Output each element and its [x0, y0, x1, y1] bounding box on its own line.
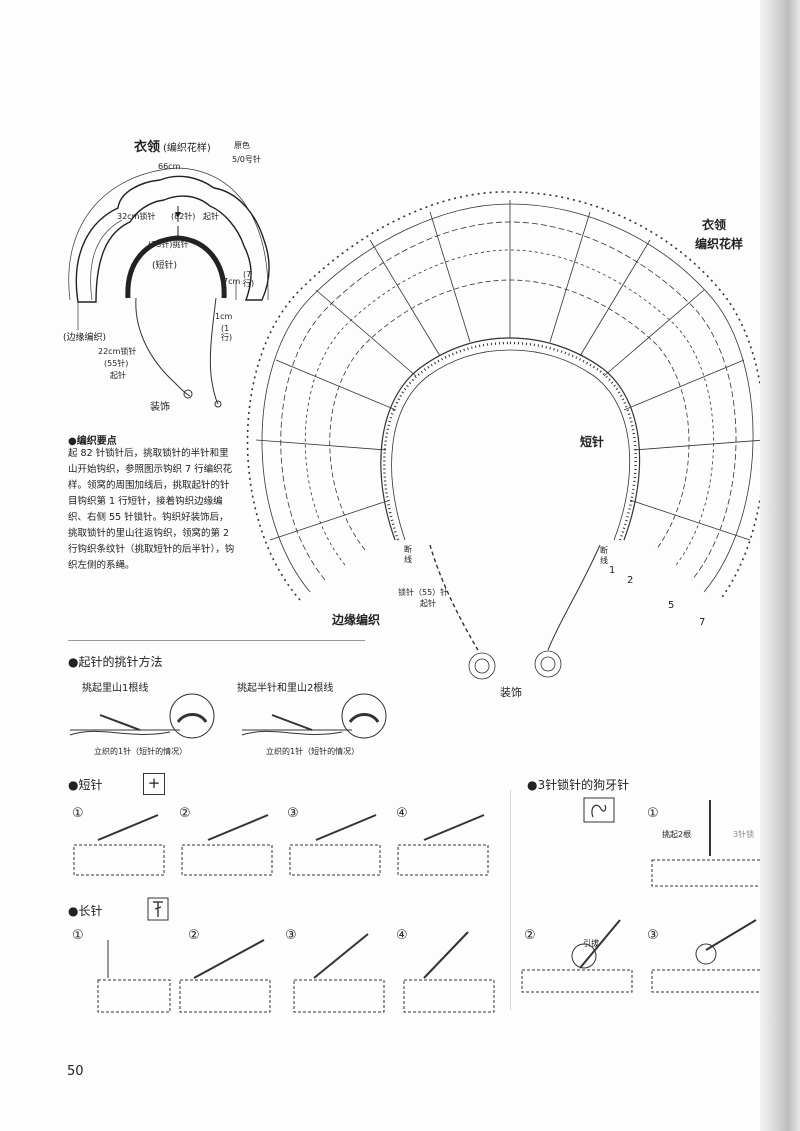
dc-illustrations	[97, 931, 495, 1013]
pickup-left-caption: 立织的1针（短针的情况）	[94, 747, 188, 756]
dc-step-1: ①	[72, 928, 84, 943]
schematic-needle: 5/0号针	[232, 155, 261, 164]
dc-step-2: ②	[188, 928, 200, 943]
picot-step-3: ③	[647, 928, 659, 943]
sc-step-3: ③	[287, 806, 299, 821]
row-number-5: 5	[668, 600, 675, 611]
schematic-short: (短针)	[152, 261, 178, 271]
chart-label-chain55: 锁针（55）针	[398, 588, 449, 597]
picot-pick-chain: 3针锁	[733, 830, 755, 839]
pickup-left-label: 挑起里山1根线	[82, 683, 149, 694]
schematic-subtitle: (编织花样)	[163, 143, 211, 154]
schematic-title: 衣领	[134, 140, 161, 155]
page-number: 50	[67, 1064, 84, 1079]
chart-label-decor: 装饰	[500, 686, 522, 699]
picot-step-2: ②	[524, 928, 536, 943]
sc-illustrations	[73, 814, 489, 876]
schematic-caston2: 起针	[110, 371, 126, 380]
sc-symbol: +	[143, 773, 165, 795]
schematic-rows7: (7行)	[243, 270, 255, 288]
page-fold-shadow	[760, 0, 800, 1131]
picot-slip: 引拔	[583, 939, 599, 948]
pickup-illustrations	[69, 693, 387, 739]
sc-step-4: ④	[396, 806, 408, 821]
schematic-edge: (边缘编织)	[63, 333, 107, 343]
dc-heading: ●长针	[68, 904, 103, 918]
dc-step-3: ③	[285, 928, 297, 943]
tips-heading: ●编织要点	[68, 436, 117, 447]
schematic-chain22: 22cm锁针	[98, 347, 137, 356]
chart-label-short: 短针	[580, 435, 605, 449]
dc-step-4: ④	[396, 928, 408, 943]
schematic-decoration: 装饰	[150, 402, 170, 413]
pickup-right-caption: 立织的1针（短针的情况）	[266, 747, 360, 756]
chart-label-break: 断线	[404, 545, 412, 564]
schematic-color: 原色	[234, 141, 250, 150]
schematic-chain55: (55针)	[104, 359, 129, 368]
schematic-chain82: (82针)	[171, 212, 196, 221]
schematic-caston: 起针	[203, 212, 219, 221]
schematic-chain32: 32cm锁针	[117, 212, 156, 221]
schematic-rows1: (1行)	[221, 324, 233, 342]
picot-heading: ●3针锁针的狗牙针	[527, 778, 630, 792]
schematic-h7: 7cm	[223, 277, 241, 286]
picot-symbol-icon	[583, 797, 615, 823]
chart-label-caston: 起针	[420, 599, 436, 608]
pickup-right-label: 挑起半针和里山2根线	[237, 683, 334, 694]
schematic-h1: 1cm	[215, 312, 233, 321]
chart-label-collar: 衣领	[702, 218, 727, 232]
chart-label-break-right: 断线	[600, 546, 608, 565]
row-number-2: 2	[627, 575, 634, 586]
row-number-7: 7	[699, 617, 706, 628]
picot-step-1: ①	[647, 806, 659, 821]
picot-pick2: 挑起2根	[662, 830, 692, 839]
row-number-1: 1	[609, 565, 616, 576]
chart-label-edge: 边缘编织	[332, 613, 381, 627]
schematic-width: 66cm	[158, 162, 181, 171]
sc-step-1: ①	[72, 806, 84, 821]
picot-illustrations	[510, 790, 763, 1010]
schematic-pick73: (73针)挑针	[148, 240, 189, 249]
sc-step-2: ②	[179, 806, 191, 821]
pickup-heading: ●起针的挑针方法	[68, 655, 163, 669]
tips-body: 起 82 针锁针后，挑取锁针的半针和里山开始钩织，参照图示钩织 7 行编织花样。…	[68, 448, 235, 571]
chart-label-pattern: 编织花样	[695, 237, 744, 251]
sc-heading: ●短针	[68, 778, 103, 792]
divider	[68, 640, 365, 641]
dc-symbol-icon	[147, 897, 169, 921]
